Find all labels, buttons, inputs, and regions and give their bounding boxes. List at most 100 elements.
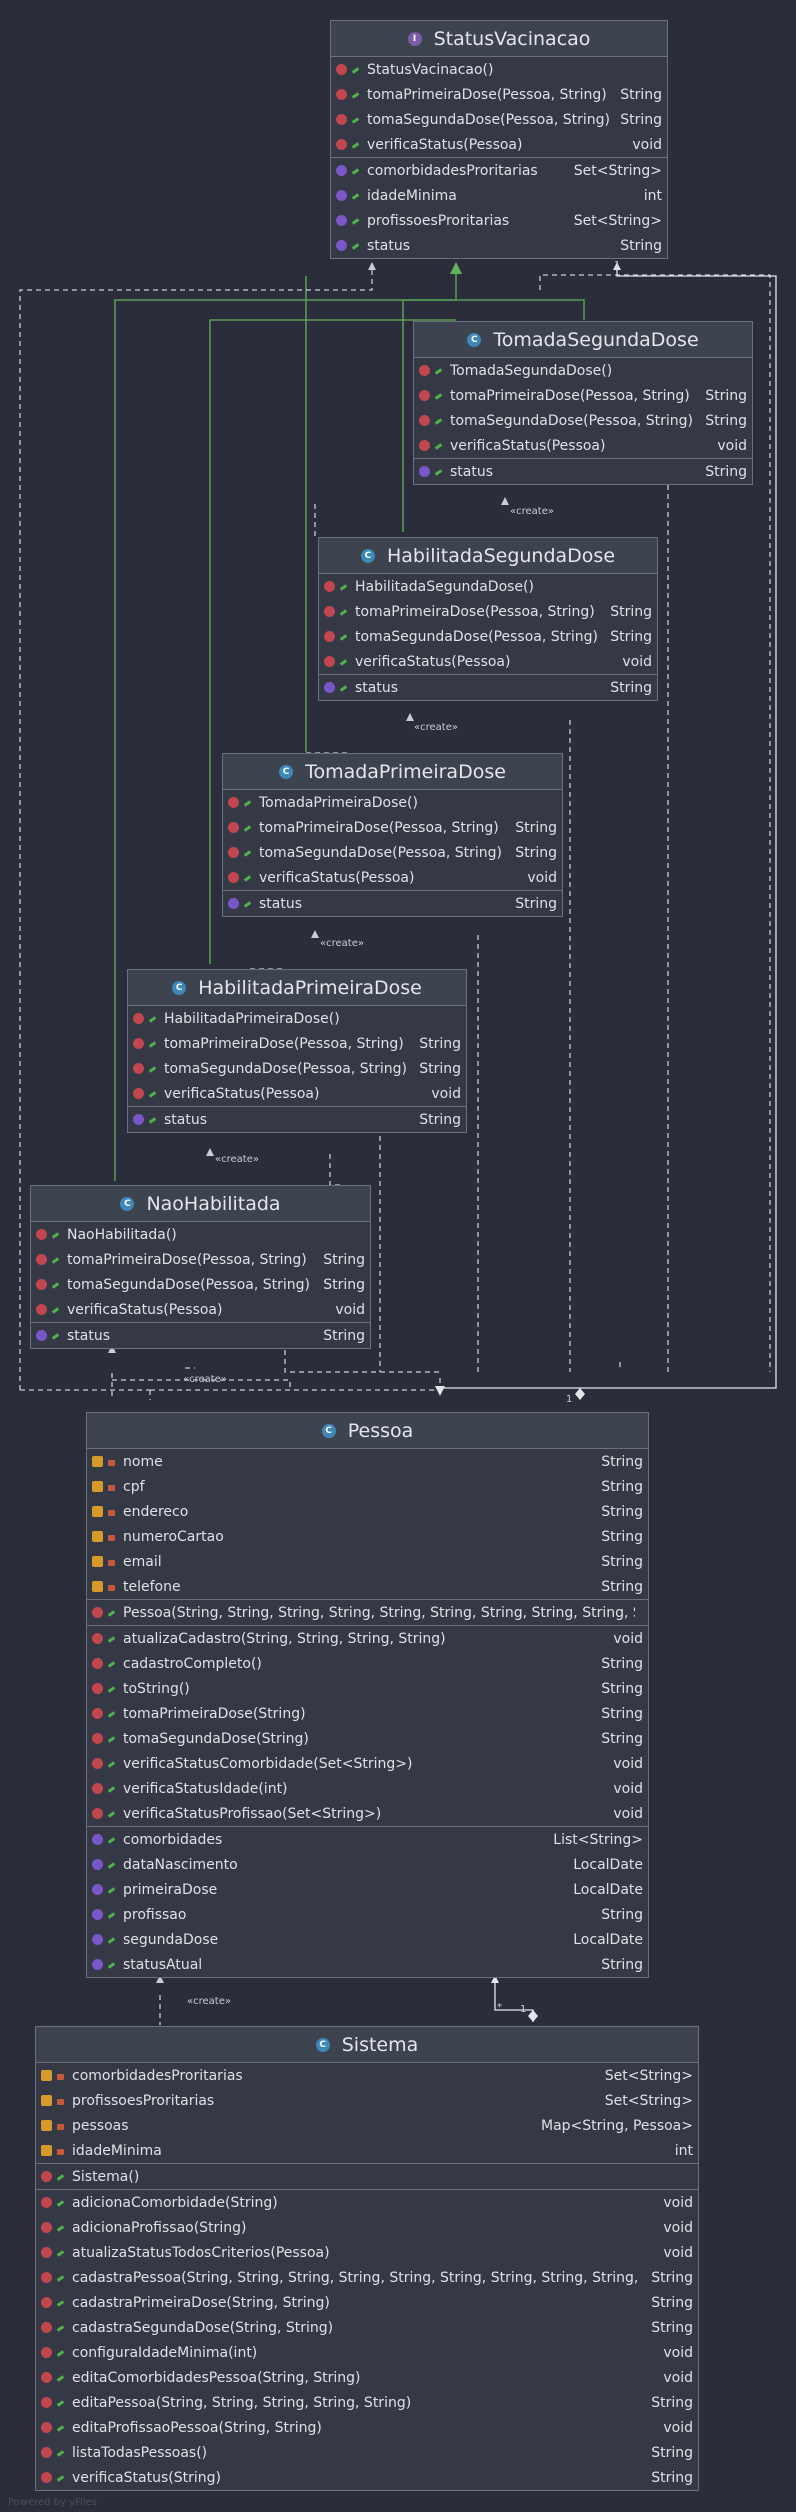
method-row[interactable]: tomaSegundaDose(Pessoa, String)String	[319, 624, 657, 649]
method-row[interactable]: Sistema()	[36, 2164, 698, 2189]
method-row[interactable]: editaPessoa(String, String, String, Stri…	[36, 2390, 698, 2415]
method-row[interactable]: verificaStatus(Pessoa)void	[331, 132, 667, 157]
method-row[interactable]: tomaPrimeiraDose(Pessoa, String)String	[319, 599, 657, 624]
method-row[interactable]: cadastraPrimeiraDose(String, String)Stri…	[36, 2290, 698, 2315]
method-row[interactable]: NaoHabilitada()	[31, 1222, 370, 1247]
method-row[interactable]: verificaStatusProfissao(Set<String>)void	[87, 1801, 648, 1826]
field-icon	[41, 2120, 52, 2131]
method-row[interactable]: tomaSegundaDose(Pessoa, String)String	[31, 1272, 370, 1297]
method-row[interactable]: verificaStatus(Pessoa)void	[128, 1081, 466, 1106]
method-row[interactable]: tomaSegundaDose(Pessoa, String)String	[414, 408, 752, 433]
method-icon	[36, 1304, 47, 1315]
public-visibility-icon	[148, 1115, 157, 1124]
method-row[interactable]: adicionaProfissao(String)void	[36, 2215, 698, 2240]
method-row[interactable]: verificaStatus(Pessoa)void	[319, 649, 657, 674]
method-row[interactable]: tomaPrimeiraDose(Pessoa, String)String	[128, 1031, 466, 1056]
public-visibility-icon	[351, 216, 360, 225]
method-row[interactable]: StatusVacinacao()	[331, 57, 667, 82]
method-row[interactable]: tomaPrimeiraDose(Pessoa, String)String	[223, 815, 562, 840]
method-row[interactable]: toString()String	[87, 1676, 648, 1701]
member-type: void	[663, 2219, 693, 2236]
method-row[interactable]: tomaPrimeiraDose(Pessoa, String)String	[414, 383, 752, 408]
method-row[interactable]: atualizaStatusTodosCriterios(Pessoa)void	[36, 2240, 698, 2265]
method-row[interactable]: atualizaCadastro(String, String, String,…	[87, 1626, 648, 1651]
method-row[interactable]: verificaStatus(Pessoa)void	[414, 433, 752, 458]
method-row[interactable]: tomaSegundaDose(Pessoa, String)String	[128, 1056, 466, 1081]
field-icon	[92, 1456, 103, 1467]
method-row[interactable]: tomaSegundaDose(Pessoa, String)String	[331, 107, 667, 132]
member-name: configuraIdadeMinima(int)	[72, 2344, 258, 2361]
method-row[interactable]: verificaStatusIdade(int)void	[87, 1776, 648, 1801]
method-row[interactable]: listaTodasPessoas()String	[36, 2440, 698, 2465]
method-row[interactable]: tomaSegundaDose(Pessoa, String)String	[223, 840, 562, 865]
method-row[interactable]: Pessoa(String, String, String, String, S…	[87, 1600, 648, 1625]
method-row[interactable]: editaComorbidadesPessoa(String, String)v…	[36, 2365, 698, 2390]
method-row[interactable]: cadastraSegundaDose(String, String)Strin…	[36, 2315, 698, 2340]
method-row[interactable]: TomadaSegundaDose()	[414, 358, 752, 383]
method-row[interactable]: tomaPrimeiraDose(String)String	[87, 1701, 648, 1726]
method-row[interactable]: adicionaComorbidade(String)void	[36, 2190, 698, 2215]
method-row[interactable]: cadastroCompleto()String	[87, 1651, 648, 1676]
public-visibility-icon	[107, 1960, 116, 1969]
member-type: String	[323, 1276, 365, 1293]
method-row[interactable]: cadastraPessoa(String, String, String, S…	[36, 2265, 698, 2290]
method-row[interactable]: verificaStatusComorbidade(Set<String>)vo…	[87, 1751, 648, 1776]
method-row[interactable]: TomadaPrimeiraDose()	[223, 790, 562, 815]
method-row[interactable]: tomaPrimeiraDose(Pessoa, String)String	[31, 1247, 370, 1272]
member-name: comorbidades	[123, 1831, 223, 1848]
method-row[interactable]: tomaSegundaDose(String)String	[87, 1726, 648, 1751]
method-row[interactable]: verificaStatus(String)String	[36, 2465, 698, 2490]
method-row[interactable]: tomaPrimeiraDose(Pessoa, String)String	[331, 82, 667, 107]
methods-section: HabilitadaPrimeiraDose()tomaPrimeiraDose…	[128, 1006, 466, 1107]
methods-section: TomadaPrimeiraDose()tomaPrimeiraDose(Pes…	[223, 790, 562, 891]
method-row[interactable]: editaProfissaoPessoa(String, String)void	[36, 2415, 698, 2440]
class-name: TomadaSegundaDose	[493, 328, 699, 351]
method-row[interactable]: HabilitadaSegundaDose()	[319, 574, 657, 599]
method-row[interactable]: verificaStatus(Pessoa)void	[223, 865, 562, 890]
method-row[interactable]: HabilitadaPrimeiraDose()	[128, 1006, 466, 1031]
method-row[interactable]: verificaStatus(Pessoa)void	[31, 1297, 370, 1322]
method-row[interactable]: configuraIdadeMinima(int)void	[36, 2340, 698, 2365]
